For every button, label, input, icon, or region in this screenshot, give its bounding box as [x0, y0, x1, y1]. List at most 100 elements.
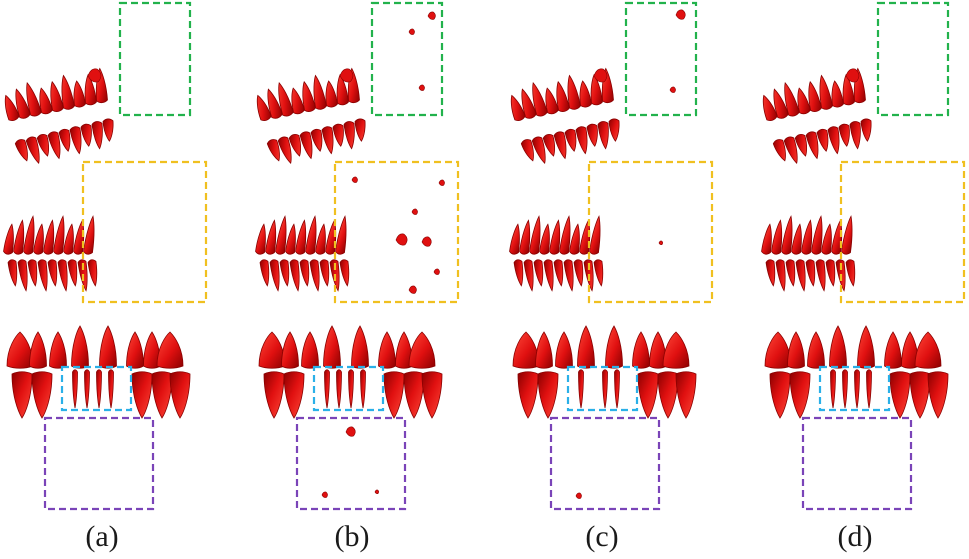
tooth — [762, 94, 778, 121]
row3-teeth — [258, 325, 443, 419]
row3-teeth — [512, 325, 697, 419]
tooth — [383, 371, 405, 419]
tooth — [73, 80, 86, 108]
stray-fragments — [575, 9, 686, 499]
tooth — [263, 371, 285, 419]
tooth — [821, 223, 832, 255]
region-box-purple — [801, 416, 913, 511]
tooth — [305, 215, 317, 255]
tooth — [256, 94, 272, 121]
tooth — [7, 259, 18, 287]
tooth — [519, 219, 531, 255]
tooth — [801, 219, 813, 255]
tooth — [805, 259, 816, 287]
tooth — [564, 128, 577, 152]
tooth — [614, 369, 620, 409]
tooth — [99, 325, 117, 369]
tooth — [769, 371, 791, 419]
tooth — [539, 223, 550, 255]
caption-a: (a) — [85, 520, 119, 553]
tooth — [830, 369, 836, 409]
tooth — [13, 219, 25, 255]
tooth — [301, 331, 319, 369]
tooth — [765, 259, 776, 287]
stray-fragment — [321, 491, 328, 498]
tooth — [657, 371, 679, 419]
tooth — [901, 331, 919, 369]
tooth — [773, 88, 789, 119]
tooth — [559, 215, 571, 255]
tooth — [909, 371, 931, 419]
region-box-yellow — [839, 160, 966, 304]
stray-fragment — [675, 9, 686, 20]
stray-fragment — [374, 489, 379, 495]
tooth — [299, 259, 310, 287]
tooth — [808, 81, 822, 112]
tooth — [80, 123, 92, 147]
tooth — [849, 121, 861, 150]
tooth — [84, 369, 90, 409]
tooth — [509, 223, 520, 255]
tooth — [549, 219, 561, 255]
tooth — [771, 219, 783, 255]
tooth — [421, 371, 443, 419]
caption-c: (c) — [585, 520, 619, 553]
tooth — [69, 126, 82, 155]
tooth — [579, 80, 592, 108]
tooth — [521, 88, 537, 119]
tooth — [47, 259, 58, 287]
tooth — [315, 223, 326, 255]
tooth — [309, 259, 320, 292]
tooth — [72, 369, 78, 409]
tooth — [408, 331, 436, 369]
tooth — [14, 139, 28, 162]
tooth — [811, 215, 823, 255]
tooth — [269, 259, 280, 292]
tooth — [914, 331, 942, 369]
tooth — [323, 325, 341, 369]
tooth — [593, 68, 608, 83]
tooth — [794, 134, 808, 157]
tooth — [15, 88, 31, 119]
tooth — [542, 134, 556, 157]
tooth — [285, 223, 296, 255]
tooth — [156, 331, 184, 369]
tooth — [336, 73, 349, 106]
tooth — [589, 215, 601, 255]
tooth — [787, 331, 805, 369]
tooth — [25, 136, 40, 164]
tooth — [543, 259, 554, 292]
tooth — [513, 259, 524, 287]
tooth — [395, 331, 413, 369]
tooth — [351, 325, 369, 369]
tooth — [281, 331, 299, 369]
region-box-cyan — [312, 365, 385, 412]
tooth — [845, 259, 856, 287]
tooth — [96, 369, 102, 409]
tooth — [553, 131, 567, 160]
stray-fragment — [418, 84, 425, 91]
tooth — [889, 371, 911, 419]
region-box-green — [876, 1, 950, 117]
tooth — [884, 331, 902, 369]
tooth — [815, 259, 826, 292]
tooth — [535, 331, 553, 369]
row1-teeth — [762, 67, 872, 164]
tooth — [3, 223, 14, 255]
tooth — [265, 219, 277, 255]
region-box-cyan — [60, 365, 133, 412]
tooth — [6, 331, 34, 369]
tooth — [57, 259, 68, 292]
row3-teeth — [764, 325, 949, 419]
tooth — [23, 215, 35, 255]
tooth — [597, 121, 609, 150]
tooth — [332, 123, 344, 147]
tooth — [845, 68, 860, 83]
tooth — [795, 259, 806, 292]
row2-teeth — [3, 215, 98, 292]
tooth — [532, 81, 548, 117]
tooth — [47, 131, 61, 160]
tooth — [637, 371, 659, 419]
tooth — [605, 325, 623, 369]
row2-teeth — [255, 215, 350, 292]
